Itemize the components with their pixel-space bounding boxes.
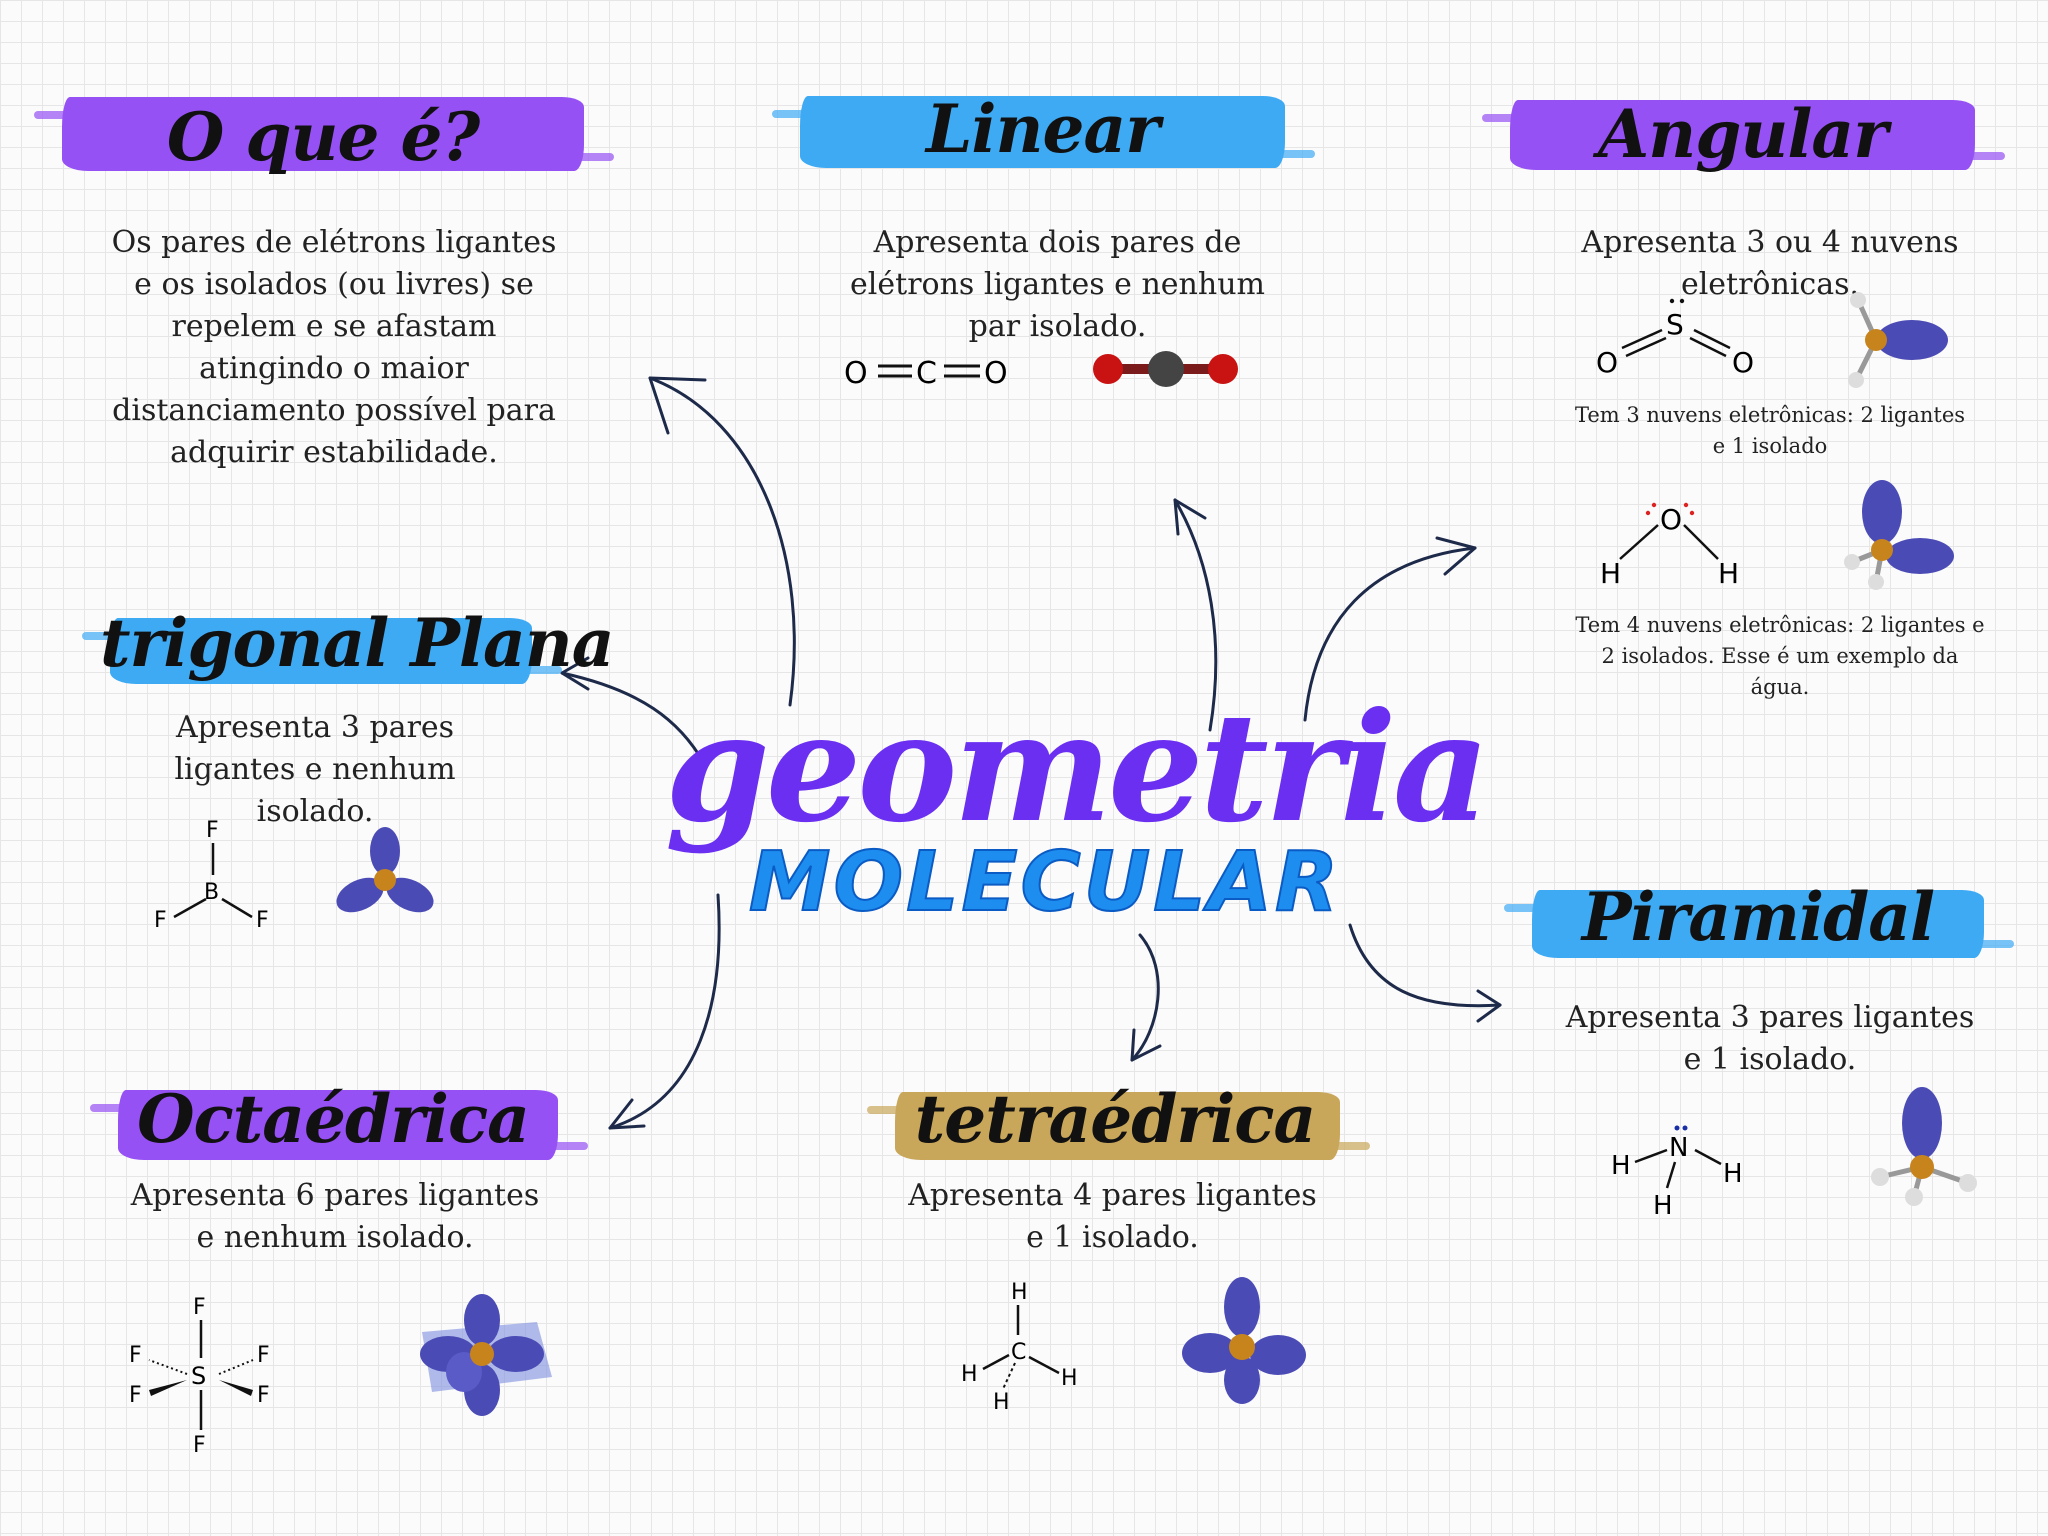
svg-text:S: S bbox=[1666, 308, 1684, 341]
so2-structural-formula: S O O bbox=[1596, 298, 1754, 377]
svg-text:O: O bbox=[984, 356, 1008, 391]
svg-text:O: O bbox=[1732, 346, 1754, 377]
example2-caption: Tem 4 nuvens eletrônicas: 2 ligantes e 2… bbox=[1575, 613, 1985, 699]
svg-text:F: F bbox=[256, 908, 269, 930]
co2-ball-model bbox=[1093, 351, 1238, 387]
arrow-to-piramidal bbox=[1348, 923, 1502, 1008]
section-heading: Octaédrica bbox=[137, 1080, 530, 1158]
title-geometria: geometria bbox=[665, 680, 1490, 856]
bf3-orbital-model bbox=[336, 827, 434, 913]
svg-text:H: H bbox=[1061, 1366, 1078, 1391]
section-text: Apresenta 3 pares ligantes e 1 isolado. bbox=[1565, 1000, 1975, 1077]
svg-text:H: H bbox=[1718, 557, 1739, 585]
section-text: Apresenta 6 pares ligantes e nenhum isol… bbox=[130, 1178, 540, 1255]
h2o-orbital-model bbox=[1844, 480, 1954, 590]
section-heading: Piramidal bbox=[1581, 878, 1935, 956]
arrow-to-trigonal bbox=[560, 671, 707, 767]
heading-brush bbox=[867, 1092, 1370, 1160]
sf6-orbital-model bbox=[420, 1294, 552, 1416]
section-text: Apresenta 3 ou 4 nuvens eletrônicas. bbox=[1581, 225, 1959, 302]
heading-brush bbox=[82, 618, 562, 684]
section-text: Os pares de elétrons ligantes e os isola… bbox=[111, 225, 557, 470]
arrow-to-octaedrica bbox=[608, 893, 721, 1130]
svg-text:F: F bbox=[129, 1383, 142, 1408]
svg-text:F: F bbox=[206, 818, 219, 843]
svg-text:H: H bbox=[1011, 1280, 1028, 1305]
section-heading: O que é? bbox=[166, 98, 480, 176]
ch4-structural-formula: H C H H H bbox=[961, 1280, 1078, 1415]
svg-text:S: S bbox=[191, 1362, 206, 1390]
heading-brush bbox=[1482, 100, 2005, 170]
section-text: Apresenta 3 pares ligantes e nenhum isol… bbox=[174, 710, 456, 829]
title-molecular: MOLECULAR bbox=[748, 834, 1342, 931]
svg-text:H: H bbox=[1600, 557, 1621, 585]
example1-caption: Tem 3 nuvens eletrônicas: 2 ligantes e 1… bbox=[1574, 403, 1966, 458]
section-heading: tetraédrica bbox=[914, 1080, 1316, 1158]
sf6-structural-formula: F S F F F F F bbox=[129, 1295, 270, 1458]
svg-text:B: B bbox=[204, 880, 219, 905]
svg-text:F: F bbox=[193, 1433, 206, 1458]
so2-orbital-model bbox=[1848, 292, 1948, 388]
svg-text:F: F bbox=[257, 1343, 270, 1368]
svg-text:O: O bbox=[1660, 503, 1682, 536]
heading-brush bbox=[34, 97, 614, 171]
svg-text:H: H bbox=[993, 1390, 1010, 1415]
svg-text:H: H bbox=[1723, 1159, 1743, 1189]
heading-brush bbox=[90, 1090, 588, 1160]
co2-structural-formula: O C O bbox=[844, 356, 1008, 391]
svg-text:C: C bbox=[1011, 1340, 1026, 1365]
svg-text:F: F bbox=[193, 1295, 206, 1320]
svg-text:H: H bbox=[1653, 1191, 1673, 1220]
section-text: Apresenta dois pares de elétrons ligante… bbox=[850, 225, 1265, 344]
arrow-to-linear bbox=[1173, 498, 1218, 732]
arrow-to-angular bbox=[1303, 546, 1477, 722]
nh3-orbital-model bbox=[1871, 1087, 1977, 1206]
svg-text:H: H bbox=[1611, 1151, 1631, 1181]
arrow-to-tetraedrica bbox=[1130, 933, 1160, 1062]
svg-text:F: F bbox=[129, 1343, 142, 1368]
svg-text:O: O bbox=[1596, 346, 1618, 377]
svg-text:N: N bbox=[1669, 1133, 1688, 1163]
arrow-to-o-que-e bbox=[648, 376, 796, 707]
svg-text:F: F bbox=[154, 908, 167, 930]
h2o-structural-formula: O H H bbox=[1600, 502, 1739, 585]
section-heading: Angular bbox=[1598, 95, 1888, 173]
heading-brush bbox=[772, 96, 1315, 168]
bf3-structural-formula: F B F F bbox=[154, 818, 269, 930]
svg-text:H: H bbox=[961, 1362, 978, 1387]
svg-text:C: C bbox=[916, 356, 937, 391]
ch4-orbital-model bbox=[1182, 1277, 1306, 1404]
section-text: Apresenta 4 pares ligantes e 1 isolado. bbox=[908, 1178, 1317, 1255]
svg-text:F: F bbox=[257, 1383, 270, 1408]
svg-text:O: O bbox=[844, 356, 868, 391]
section-heading: Linear bbox=[926, 90, 1160, 168]
heading-brush bbox=[1504, 890, 2014, 958]
section-heading: trigonal Plana bbox=[100, 604, 615, 682]
nh3-structural-formula: N H H H bbox=[1611, 1125, 1743, 1220]
